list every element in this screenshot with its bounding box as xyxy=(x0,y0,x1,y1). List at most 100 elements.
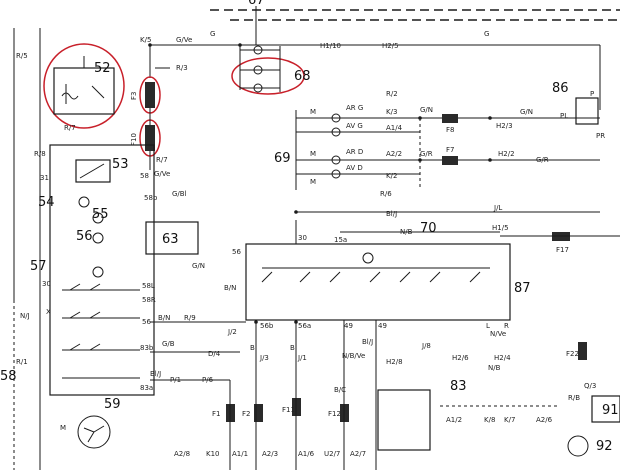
svg-text:K/7: K/7 xyxy=(504,416,515,424)
svg-text:A2/6: A2/6 xyxy=(536,416,553,424)
svg-text:N/B/Ve: N/B/Ve xyxy=(342,352,365,360)
component-68: 68 67 xyxy=(231,0,311,95)
svg-text:F17: F17 xyxy=(556,246,569,254)
svg-text:G/Ve: G/Ve xyxy=(176,36,192,44)
svg-text:30: 30 xyxy=(298,234,307,242)
label-63: 63 xyxy=(162,232,179,247)
component-59: 59 xyxy=(77,397,121,449)
component-83: 83 xyxy=(377,379,560,451)
svg-text:M: M xyxy=(310,108,316,116)
svg-text:J/3: J/3 xyxy=(259,354,269,362)
svg-text:Bl/J: Bl/J xyxy=(362,338,373,346)
svg-text:H2/6: H2/6 xyxy=(452,354,469,362)
svg-text:F7: F7 xyxy=(446,146,454,154)
svg-text:G/N: G/N xyxy=(192,262,205,270)
svg-text:J/8: J/8 xyxy=(421,342,431,350)
label-83: 83 xyxy=(450,379,467,394)
svg-text:AV G: AV G xyxy=(346,122,363,130)
svg-text:58b: 58b xyxy=(144,194,158,202)
svg-text:56a: 56a xyxy=(298,322,311,330)
label-91: 91 xyxy=(602,403,619,418)
label-52: 52 xyxy=(94,61,111,76)
svg-text:G/N: G/N xyxy=(520,108,533,116)
label-68: 68 xyxy=(294,69,311,84)
fuse-f3: F3 xyxy=(130,76,161,114)
svg-text:K10: K10 xyxy=(206,450,220,458)
svg-text:H2/8: H2/8 xyxy=(386,358,403,366)
svg-text:AR G: AR G xyxy=(346,104,363,112)
label-87: 87 xyxy=(514,281,531,296)
svg-text:H2/4: H2/4 xyxy=(494,354,511,362)
svg-text:F12: F12 xyxy=(328,410,341,418)
svg-text:H1/10: H1/10 xyxy=(320,42,341,50)
fuse-f10: F10 xyxy=(130,119,161,157)
svg-text:AV D: AV D xyxy=(346,164,363,172)
svg-text:N/B: N/B xyxy=(488,364,501,372)
wire-labels: R/5 K/5 G/Ve G H1/10 H2/5 G R/3 R/7 R/8 … xyxy=(16,30,596,458)
svg-text:A2/8: A2/8 xyxy=(174,450,190,458)
label-58: 58 xyxy=(0,369,17,384)
svg-text:G/Bl: G/Bl xyxy=(172,190,187,198)
component-91: 91 xyxy=(591,395,620,423)
svg-text:U2/7: U2/7 xyxy=(324,450,340,458)
svg-text:A2/2: A2/2 xyxy=(386,150,402,158)
component-69: 69 xyxy=(274,110,600,190)
svg-text:Bl/J: Bl/J xyxy=(150,370,161,378)
component-86: 86 P PL PR xyxy=(552,81,605,140)
svg-text:N/J: N/J xyxy=(20,312,30,320)
component-63: 63 xyxy=(145,221,199,255)
svg-text:D/4: D/4 xyxy=(208,350,221,358)
svg-text:A1/2: A1/2 xyxy=(446,416,462,424)
label-57: 57 xyxy=(30,259,47,274)
svg-text:G/B: G/B xyxy=(162,340,175,348)
fuse-f7 xyxy=(442,156,458,165)
svg-text:R/B: R/B xyxy=(568,394,580,402)
svg-text:K/5: K/5 xyxy=(140,36,151,44)
component-92: 92 xyxy=(567,435,613,457)
svg-text:56b: 56b xyxy=(260,322,274,330)
svg-text:M: M xyxy=(310,178,316,186)
svg-text:A1/1: A1/1 xyxy=(232,450,248,458)
svg-text:56: 56 xyxy=(232,248,241,256)
svg-text:58: 58 xyxy=(140,172,149,180)
svg-text:R/8: R/8 xyxy=(34,150,46,158)
svg-text:M: M xyxy=(60,424,66,432)
svg-text:F8: F8 xyxy=(446,126,454,134)
svg-text:B: B xyxy=(290,344,295,352)
svg-text:F11: F11 xyxy=(282,406,295,414)
svg-text:B/N: B/N xyxy=(158,314,170,322)
svg-text:R/9: R/9 xyxy=(184,314,196,322)
svg-text:F1: F1 xyxy=(212,410,220,418)
svg-text:G/R: G/R xyxy=(420,150,433,158)
svg-text:PL: PL xyxy=(560,112,568,120)
svg-text:A1/4: A1/4 xyxy=(386,124,403,132)
svg-text:B: B xyxy=(250,344,255,352)
label-92: 92 xyxy=(596,439,613,454)
svg-text:G: G xyxy=(210,30,215,38)
svg-text:G/N: G/N xyxy=(420,106,433,114)
svg-text:F10: F10 xyxy=(130,133,138,146)
svg-text:30: 30 xyxy=(42,280,51,288)
junction-dots xyxy=(148,43,492,324)
svg-text:83b: 83b xyxy=(140,344,154,352)
svg-text:K/2: K/2 xyxy=(386,172,397,180)
svg-text:58L: 58L xyxy=(142,282,155,290)
svg-text:H2/2: H2/2 xyxy=(498,150,515,158)
svg-text:N/B: N/B xyxy=(400,228,413,236)
svg-text:58R: 58R xyxy=(142,296,156,304)
svg-text:R/5: R/5 xyxy=(16,52,28,60)
svg-text:J/2: J/2 xyxy=(227,328,237,336)
svg-text:G/R: G/R xyxy=(536,156,549,164)
highlight-52 xyxy=(43,43,125,129)
top-dashed-rails xyxy=(210,9,620,21)
svg-text:R/1: R/1 xyxy=(16,358,28,366)
svg-text:R/6: R/6 xyxy=(380,190,392,198)
left-feed-wires xyxy=(13,28,41,470)
fuse-f8 xyxy=(442,114,458,123)
svg-text:K/3: K/3 xyxy=(386,108,397,116)
svg-text:P: P xyxy=(590,90,594,98)
label-59: 59 xyxy=(104,397,121,412)
svg-text:H2/5: H2/5 xyxy=(382,42,399,50)
svg-text:R/7: R/7 xyxy=(156,156,168,164)
